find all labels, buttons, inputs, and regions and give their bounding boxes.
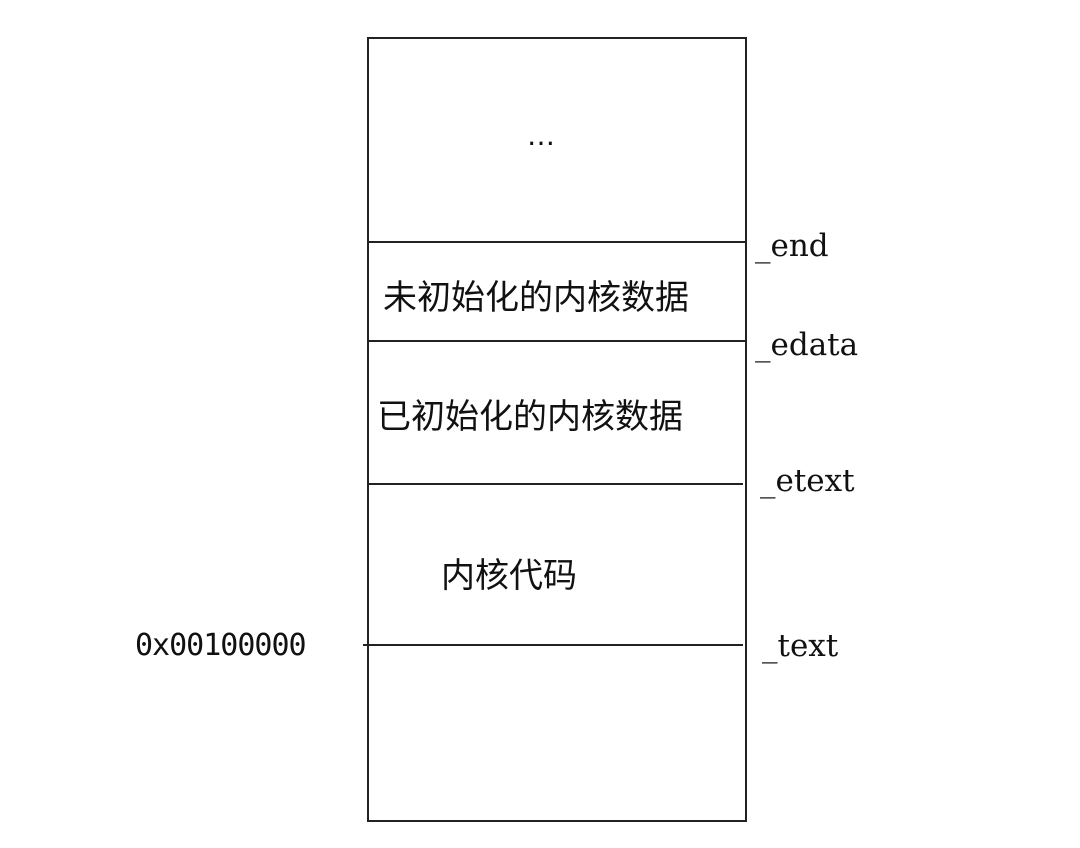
end-boundary-label: _end	[755, 228, 829, 264]
text-boundary-label: _text	[762, 628, 839, 664]
edata-boundary-label: _edata	[755, 327, 859, 363]
bss-region-label: 未初始化的内核数据	[383, 278, 689, 318]
end-divider	[369, 241, 747, 243]
edata-divider	[369, 340, 747, 342]
data-region-label: 已初始化的内核数据	[377, 397, 683, 437]
etext-divider	[369, 483, 743, 485]
code-region-label: 内核代码	[441, 556, 577, 596]
upper-memory-ellipsis: …	[527, 119, 556, 152]
etext-boundary-label: _etext	[760, 463, 855, 499]
text-divider	[363, 644, 743, 646]
memory-layout-box	[367, 37, 747, 822]
start-address-label: 0x00100000	[135, 628, 307, 663]
